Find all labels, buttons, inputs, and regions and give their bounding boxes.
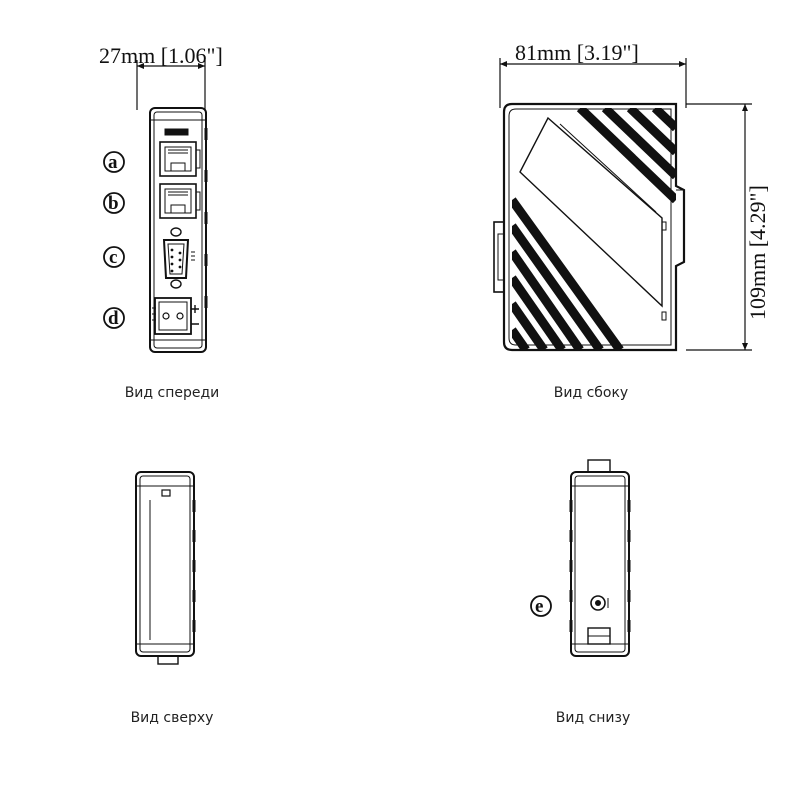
- bottom-clip: [587, 459, 611, 473]
- top-housing: [135, 471, 195, 657]
- marker-e: e: [530, 595, 552, 617]
- status-led-block: [164, 128, 189, 136]
- side-width-dimension: 81mm [3.19"]: [499, 40, 687, 108]
- front-width-label: 27mm [1.06"]: [99, 43, 223, 68]
- caption-front-view: Вид спереди: [124, 385, 220, 401]
- side-height-dimension: 109mm [4.29"]: [686, 103, 770, 351]
- top-view: [135, 471, 196, 665]
- power-terminal-d: [152, 297, 199, 335]
- svg-text:b: b: [108, 193, 119, 214]
- svg-text:d: d: [108, 308, 119, 329]
- svg-text:c: c: [109, 247, 117, 268]
- caption-top-view: Вид сверху: [130, 710, 214, 726]
- caption-bottom-view: Вид снизу: [555, 710, 631, 726]
- front-width-dimension: 27mm [1.06"]: [99, 43, 223, 110]
- front-housing: [149, 107, 207, 353]
- side-housing: [502, 102, 686, 352]
- side-height-label: 109mm [4.29"]: [745, 185, 770, 320]
- side-view: 81mm [3.19"] 109mm [4.29"]: [493, 40, 770, 352]
- front-view: 27mm [1.06"]: [99, 43, 223, 353]
- marker-c: c: [103, 246, 125, 268]
- ethernet-port-b: [159, 183, 201, 219]
- side-stripe-pattern: [512, 108, 676, 350]
- bottom-view: e: [530, 459, 631, 657]
- din-clip: [493, 221, 505, 293]
- marker-b: b: [103, 192, 125, 214]
- reset-button-e: [590, 595, 609, 611]
- marker-d: d: [103, 307, 125, 329]
- side-width-label: 81mm [3.19"]: [515, 40, 639, 65]
- serial-com-port-c: [162, 227, 195, 289]
- caption-side-view: Вид сбоку: [553, 385, 629, 401]
- top-clip: [157, 655, 179, 665]
- top-led-window: [161, 489, 171, 497]
- ethernet-port-a: [159, 141, 201, 177]
- marker-a: a: [103, 151, 125, 173]
- svg-text:e: e: [535, 596, 543, 617]
- svg-text:a: a: [108, 152, 118, 173]
